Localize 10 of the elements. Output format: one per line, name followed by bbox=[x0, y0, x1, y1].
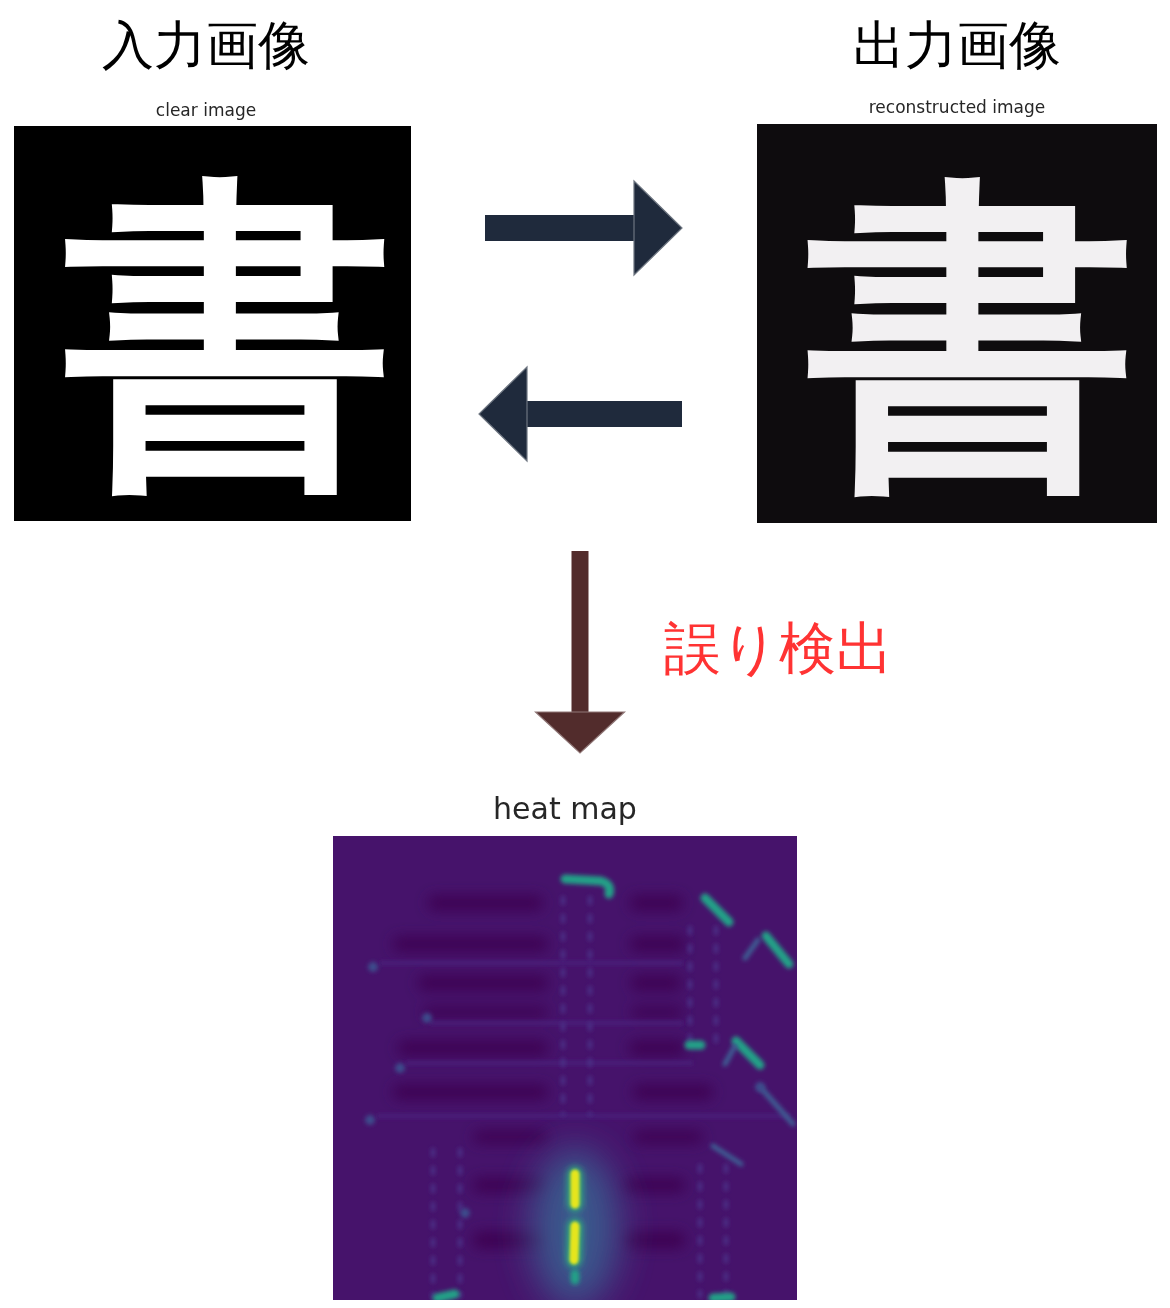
image-title: reconstructed image bbox=[868, 96, 1046, 118]
kanji-character: 書 bbox=[64, 171, 393, 500]
arrow bbox=[485, 180, 683, 276]
image-title: heat map bbox=[493, 790, 637, 828]
heading: 出力画像 bbox=[853, 14, 1061, 76]
arrow bbox=[534, 551, 626, 754]
arrow bbox=[478, 366, 682, 462]
heading: 入力画像 bbox=[102, 14, 310, 76]
image-title: clear image bbox=[155, 99, 257, 121]
kanji-character: 書 bbox=[807, 172, 1135, 501]
